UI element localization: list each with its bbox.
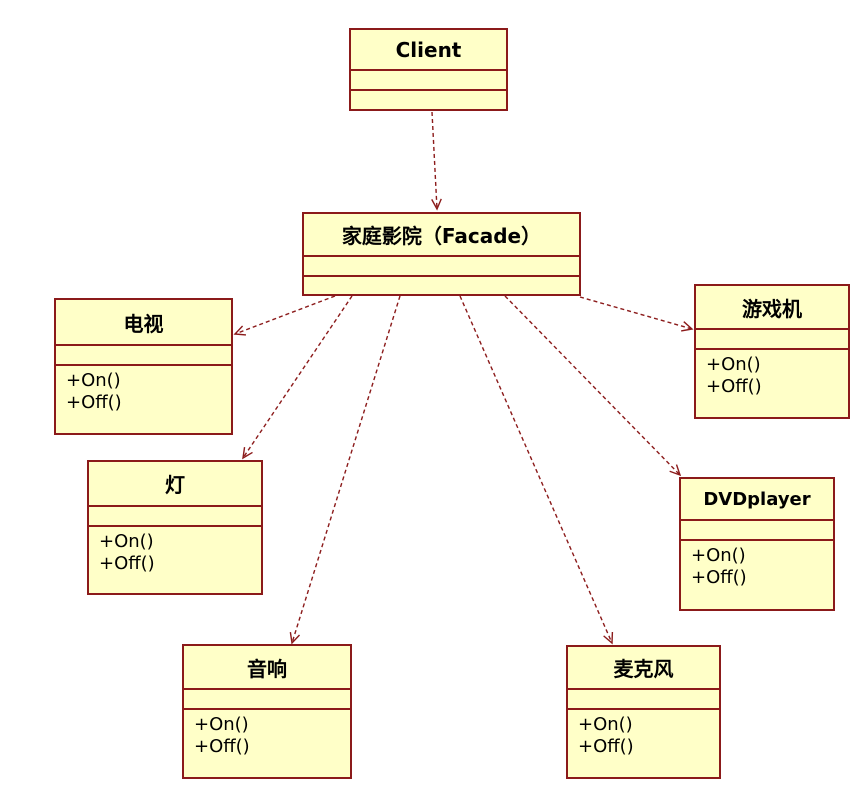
class-tv[interactable]: 电视 +On() +Off() <box>54 298 233 435</box>
class-speaker[interactable]: 音响 +On() +Off() <box>182 644 352 779</box>
arrowhead-facade-mic <box>603 631 614 645</box>
class-dvd-player-attributes <box>681 521 833 541</box>
dependency-line-facade-light <box>242 295 353 459</box>
operation-off: +Off() <box>578 736 634 757</box>
class-game-console-name: 游戏机 <box>696 286 848 330</box>
arrowhead-facade-tv <box>233 325 247 336</box>
class-microphone[interactable]: 麦克风 +On() +Off() <box>566 645 721 779</box>
dependency-line-facade-dvd <box>504 295 681 476</box>
operation-on: +On() <box>578 714 633 735</box>
operation-on: +On() <box>194 714 249 735</box>
class-tv-name: 电视 <box>56 300 231 346</box>
class-client-operations <box>351 91 506 109</box>
arrowhead-client-facade <box>431 198 442 211</box>
operation-on: +On() <box>706 354 761 375</box>
class-facade-attributes <box>304 257 579 277</box>
class-light-attributes <box>89 507 261 527</box>
class-dvd-player[interactable]: DVDplayer +On() +Off() <box>679 477 835 611</box>
class-speaker-name: 音响 <box>184 646 350 690</box>
class-client-attributes <box>351 71 506 91</box>
dependency-line-facade-game <box>579 296 693 330</box>
class-facade-name: 家庭影院（Facade） <box>304 214 579 257</box>
operation-on: +On() <box>66 370 121 391</box>
class-facade[interactable]: 家庭影院（Facade） <box>302 212 581 296</box>
class-light-name: 灯 <box>89 462 261 507</box>
class-light[interactable]: 灯 +On() +Off() <box>87 460 263 595</box>
dependency-line-facade-tv <box>234 295 336 335</box>
class-microphone-name: 麦克风 <box>568 647 719 690</box>
operation-off: +Off() <box>194 736 250 757</box>
operation-off: +Off() <box>691 567 747 588</box>
dependency-line-facade-mic <box>459 295 613 644</box>
dependency-line-facade-speaker <box>291 295 401 644</box>
operation-on: +On() <box>691 545 746 566</box>
class-game-console[interactable]: 游戏机 +On() +Off() <box>694 284 850 419</box>
operation-on: +On() <box>99 531 154 552</box>
arrowhead-facade-speaker <box>289 632 301 645</box>
class-client-name: Client <box>351 30 506 71</box>
class-dvd-player-operations: +On() +Off() <box>681 541 833 589</box>
class-client[interactable]: Client <box>349 28 508 111</box>
operation-off: +Off() <box>706 376 762 397</box>
arrowhead-facade-dvd <box>669 464 682 477</box>
class-game-console-operations: +On() +Off() <box>696 350 848 398</box>
operation-off: +Off() <box>99 553 155 574</box>
class-game-console-attributes <box>696 330 848 350</box>
dependency-line-client-facade <box>431 111 438 210</box>
class-speaker-operations: +On() +Off() <box>184 710 350 758</box>
dependency-edges <box>233 111 694 645</box>
class-tv-operations: +On() +Off() <box>56 366 231 414</box>
class-tv-attributes <box>56 346 231 366</box>
class-microphone-operations: +On() +Off() <box>568 710 719 758</box>
class-speaker-attributes <box>184 690 350 710</box>
class-microphone-attributes <box>568 690 719 710</box>
operation-off: +Off() <box>66 392 122 413</box>
class-facade-operations <box>304 277 579 294</box>
class-light-operations: +On() +Off() <box>89 527 261 575</box>
class-dvd-player-name: DVDplayer <box>681 479 833 521</box>
arrowhead-facade-light <box>242 447 253 460</box>
arrowhead-facade-game <box>681 321 694 332</box>
